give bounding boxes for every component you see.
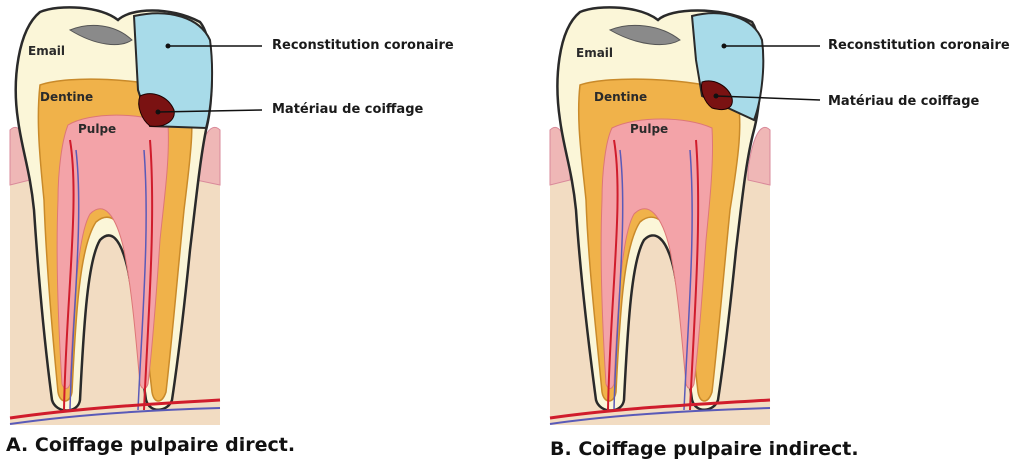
- label-pulpe: Pulpe: [630, 122, 669, 136]
- label-pulpe: Pulpe: [78, 122, 117, 136]
- gum: [747, 127, 771, 186]
- nerve: [137, 149, 147, 411]
- nerve: [613, 149, 624, 411]
- blood-vessel: [607, 139, 619, 411]
- blood-vessel: [63, 139, 75, 411]
- panel-indirect-capping: Email Dentine Pulpe Reconstitution coron…: [540, 0, 1024, 472]
- nerve: [9, 407, 221, 425]
- blood-vessel: [143, 139, 154, 411]
- panel-direct-capping: Email Dentine Pulpe Reconstitution coron…: [6, 6, 454, 456]
- leader-line: [715, 95, 821, 101]
- label-email: Email: [576, 46, 614, 60]
- label-dentine: Dentine: [40, 90, 94, 104]
- label-materiau: Matériau de coiffage: [828, 94, 980, 109]
- pulp-chamber: [600, 118, 714, 389]
- label-reconstitution: Reconstitution coronaire: [828, 38, 1010, 53]
- nerve: [549, 407, 771, 425]
- nerve: [683, 149, 693, 411]
- pulp-chamber: [56, 114, 169, 389]
- label-reconstitution: Reconstitution coronaire: [272, 38, 454, 53]
- nerve: [69, 149, 80, 411]
- label-email: Email: [28, 44, 66, 58]
- leader-line: [157, 109, 263, 113]
- label-materiau: Matériau de coiffage: [272, 102, 424, 117]
- occlusal-groove: [68, 24, 133, 46]
- blood-vessel: [9, 398, 221, 420]
- occlusal-groove: [608, 24, 681, 46]
- capping-material: [138, 93, 175, 127]
- tooth-diagram-direct: [9, 6, 263, 425]
- tooth-diagram-indirect: [549, 6, 821, 425]
- caption-direct: A. Coiffage pulpaire direct.: [6, 434, 296, 456]
- blood-vessel: [689, 139, 700, 411]
- label-dentine: Dentine: [594, 90, 648, 104]
- blood-vessel: [549, 398, 771, 420]
- caption-indirect: B. Coiffage pulpaire indirect.: [550, 438, 859, 460]
